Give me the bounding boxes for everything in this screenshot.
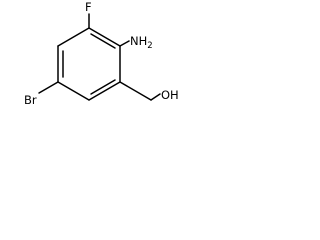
double-bond-inner-2 — [90, 79, 116, 95]
bond-to-methylene — [119, 81, 152, 101]
bond-to-amino — [119, 40, 130, 47]
ring-bond-c1-c2 — [88, 27, 121, 47]
fluorine-label: F — [85, 0, 92, 14]
ring-bond-c4-c5 — [57, 81, 90, 101]
benzene-ring — [57, 27, 121, 101]
hydroxyl-label: OH — [161, 88, 179, 102]
amino-label-subscript: 2 — [147, 41, 152, 51]
double-bond-inner-1 — [90, 33, 116, 49]
bond-methylene-to-hydroxyl — [150, 93, 161, 101]
amino-label: NH2 — [130, 34, 153, 51]
amino-label-main: NH — [130, 34, 147, 48]
bromine-label: Br — [24, 93, 37, 107]
ring-bond-c3-c4 — [88, 81, 121, 101]
bond-to-bromine — [38, 81, 59, 94]
ring-bond-c6-c1 — [57, 27, 90, 47]
molecule-structure: F NH2 Br OH — [24, 0, 179, 107]
